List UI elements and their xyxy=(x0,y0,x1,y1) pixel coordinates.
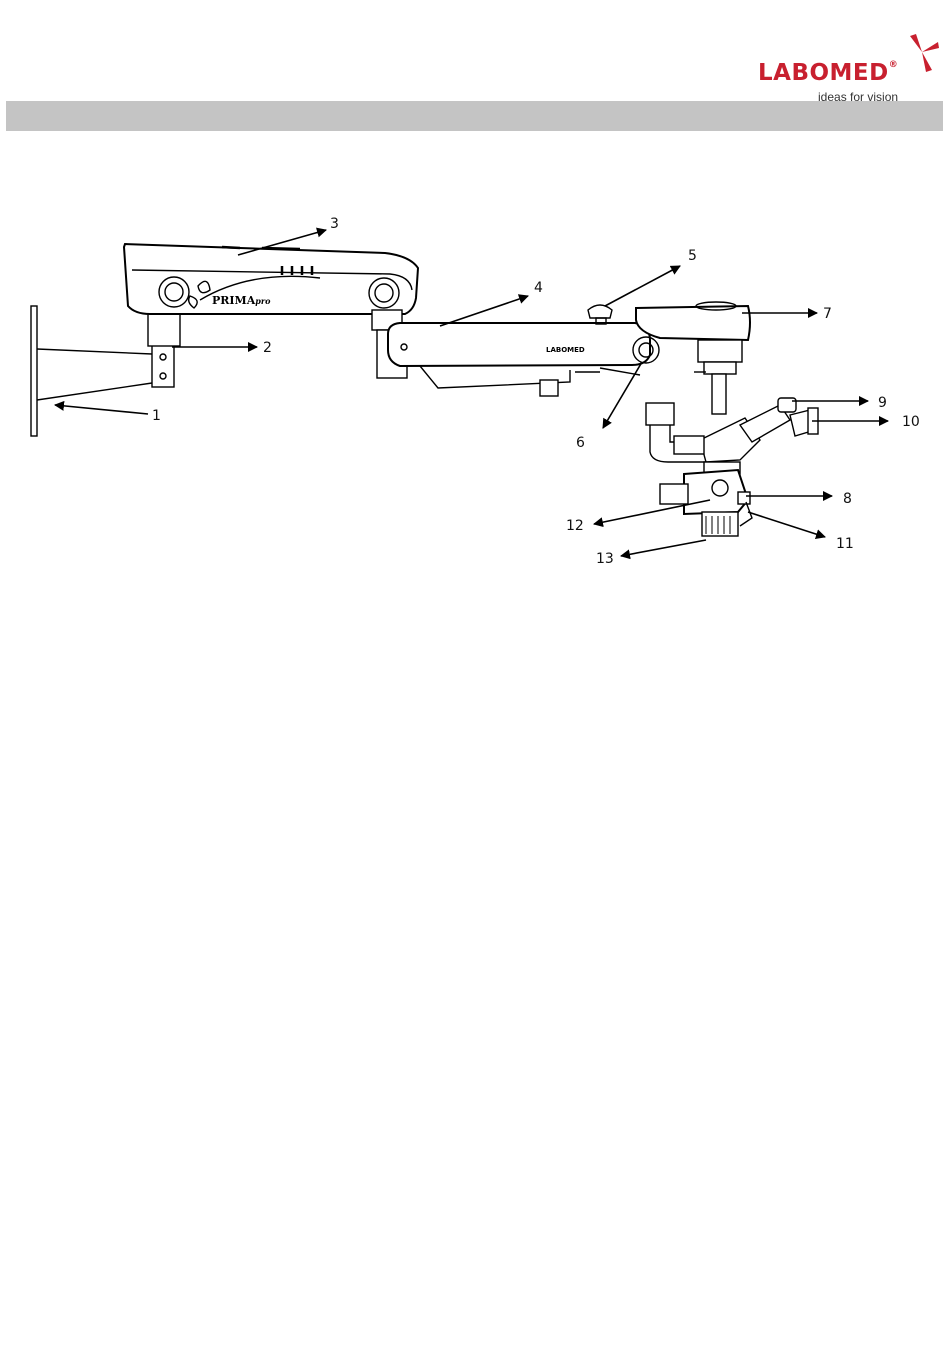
callout-1: 1 xyxy=(152,408,161,424)
articulated-arm xyxy=(372,305,659,396)
callout-6: 6 xyxy=(576,435,585,451)
labomed-logo: LABOMED® ideas for vision xyxy=(752,30,942,102)
callout-4: 4 xyxy=(534,280,543,296)
callout-12: 12 xyxy=(566,518,584,534)
arrow-13 xyxy=(621,540,706,556)
product-label-main: PRIMA xyxy=(212,294,256,307)
callout-7: 7 xyxy=(823,306,832,322)
labomed-logo-mark-icon xyxy=(902,30,942,78)
arrow-1 xyxy=(55,405,148,414)
brand-registered-mark: ® xyxy=(889,60,899,70)
callout-10: 10 xyxy=(902,414,920,430)
product-label-sub: pro xyxy=(255,296,271,306)
arm-brand-label: LABOMED xyxy=(546,346,585,354)
product-label: PRIMApro xyxy=(212,294,271,307)
main-arm-housing xyxy=(124,244,418,346)
arrow-5 xyxy=(605,266,680,306)
arrow-4 xyxy=(440,296,528,326)
callout-9: 9 xyxy=(878,395,887,411)
callout-13: 13 xyxy=(596,551,614,567)
callout-8: 8 xyxy=(843,491,852,507)
arrow-11 xyxy=(748,512,825,537)
microscope-head xyxy=(636,302,818,536)
callout-3: 3 xyxy=(330,216,339,232)
callout-2: 2 xyxy=(263,340,272,356)
callout-11: 11 xyxy=(836,536,854,552)
header-bar xyxy=(6,101,943,131)
brand-name: LABOMED xyxy=(758,60,889,86)
microscope-diagram: PRIMApro LABOMED 1 2 3 4 5 6 7 8 9 10 11… xyxy=(0,140,950,580)
callout-5: 5 xyxy=(688,248,697,264)
